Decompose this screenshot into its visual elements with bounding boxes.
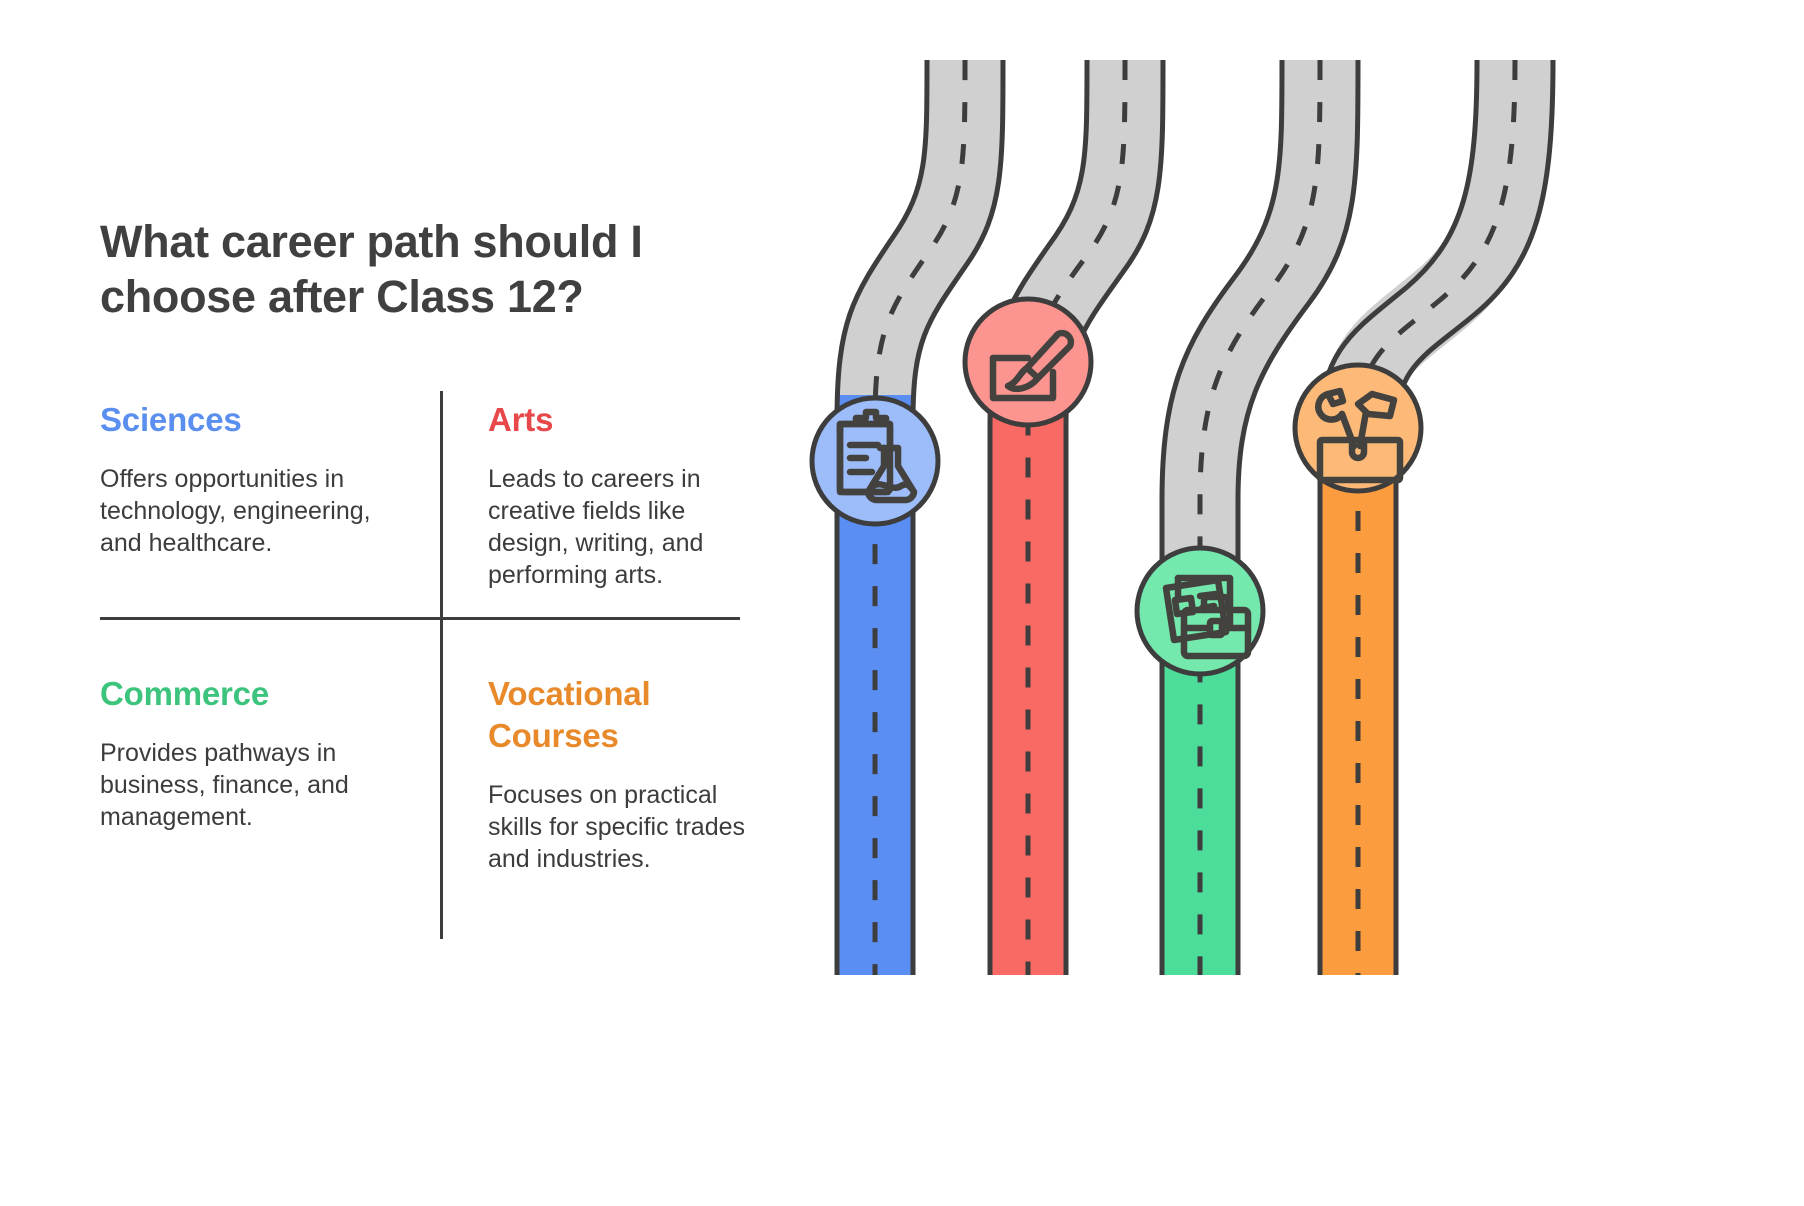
quadrant-sciences: Sciences Offers opportunities in technol… [100, 391, 440, 625]
page-title: What career path should I choose after C… [100, 216, 643, 322]
node-sciences[interactable] [809, 395, 941, 527]
node-circle-arts[interactable] [962, 296, 1094, 428]
quadrant-row-bottom: Commerce Provides pathways in business, … [100, 625, 780, 905]
horizontal-divider [100, 616, 740, 620]
quadrant-grid: Sciences Offers opportunities in technol… [100, 390, 780, 939]
quadrant-body-commerce: Provides pathways in business, finance, … [100, 738, 349, 831]
quadrant-heading-commerce: Commerce [100, 674, 269, 712]
quadrant-vocational: Vocational Courses Focuses on practical … [440, 625, 780, 905]
node-vocational[interactable] [1292, 362, 1424, 494]
road-arts [987, 60, 1166, 975]
quadrant-body-arts: Leads to careers in creative fields like… [488, 464, 704, 589]
node-commerce[interactable] [1134, 545, 1266, 677]
quadrant-arts: Arts Leads to careers in creative fields… [440, 391, 780, 625]
text-panel: What career path should I choose after C… [100, 215, 790, 939]
quadrant-commerce: Commerce Provides pathways in business, … [100, 625, 440, 905]
quadrant-body-vocational: Focuses on practical skills for specific… [488, 780, 746, 873]
quadrant-heading-vocational: Vocational Courses [488, 674, 651, 754]
wrench-hammer-toolbox-icon [1315, 387, 1404, 484]
quadrant-row-top: Sciences Offers opportunities in technol… [100, 391, 780, 625]
quadrant-body-sciences: Offers opportunities in technology, engi… [100, 464, 371, 557]
quadrant-heading-arts: Arts [488, 400, 554, 438]
node-arts[interactable] [962, 296, 1094, 428]
documents-briefcase-icon [1162, 574, 1252, 660]
vertical-divider [440, 390, 443, 939]
paintbrush-canvas-icon [989, 329, 1075, 402]
clipboard-flask-icon [836, 408, 918, 504]
roads-illustration [780, 0, 1804, 1206]
quadrant-heading-sciences: Sciences [100, 400, 242, 438]
